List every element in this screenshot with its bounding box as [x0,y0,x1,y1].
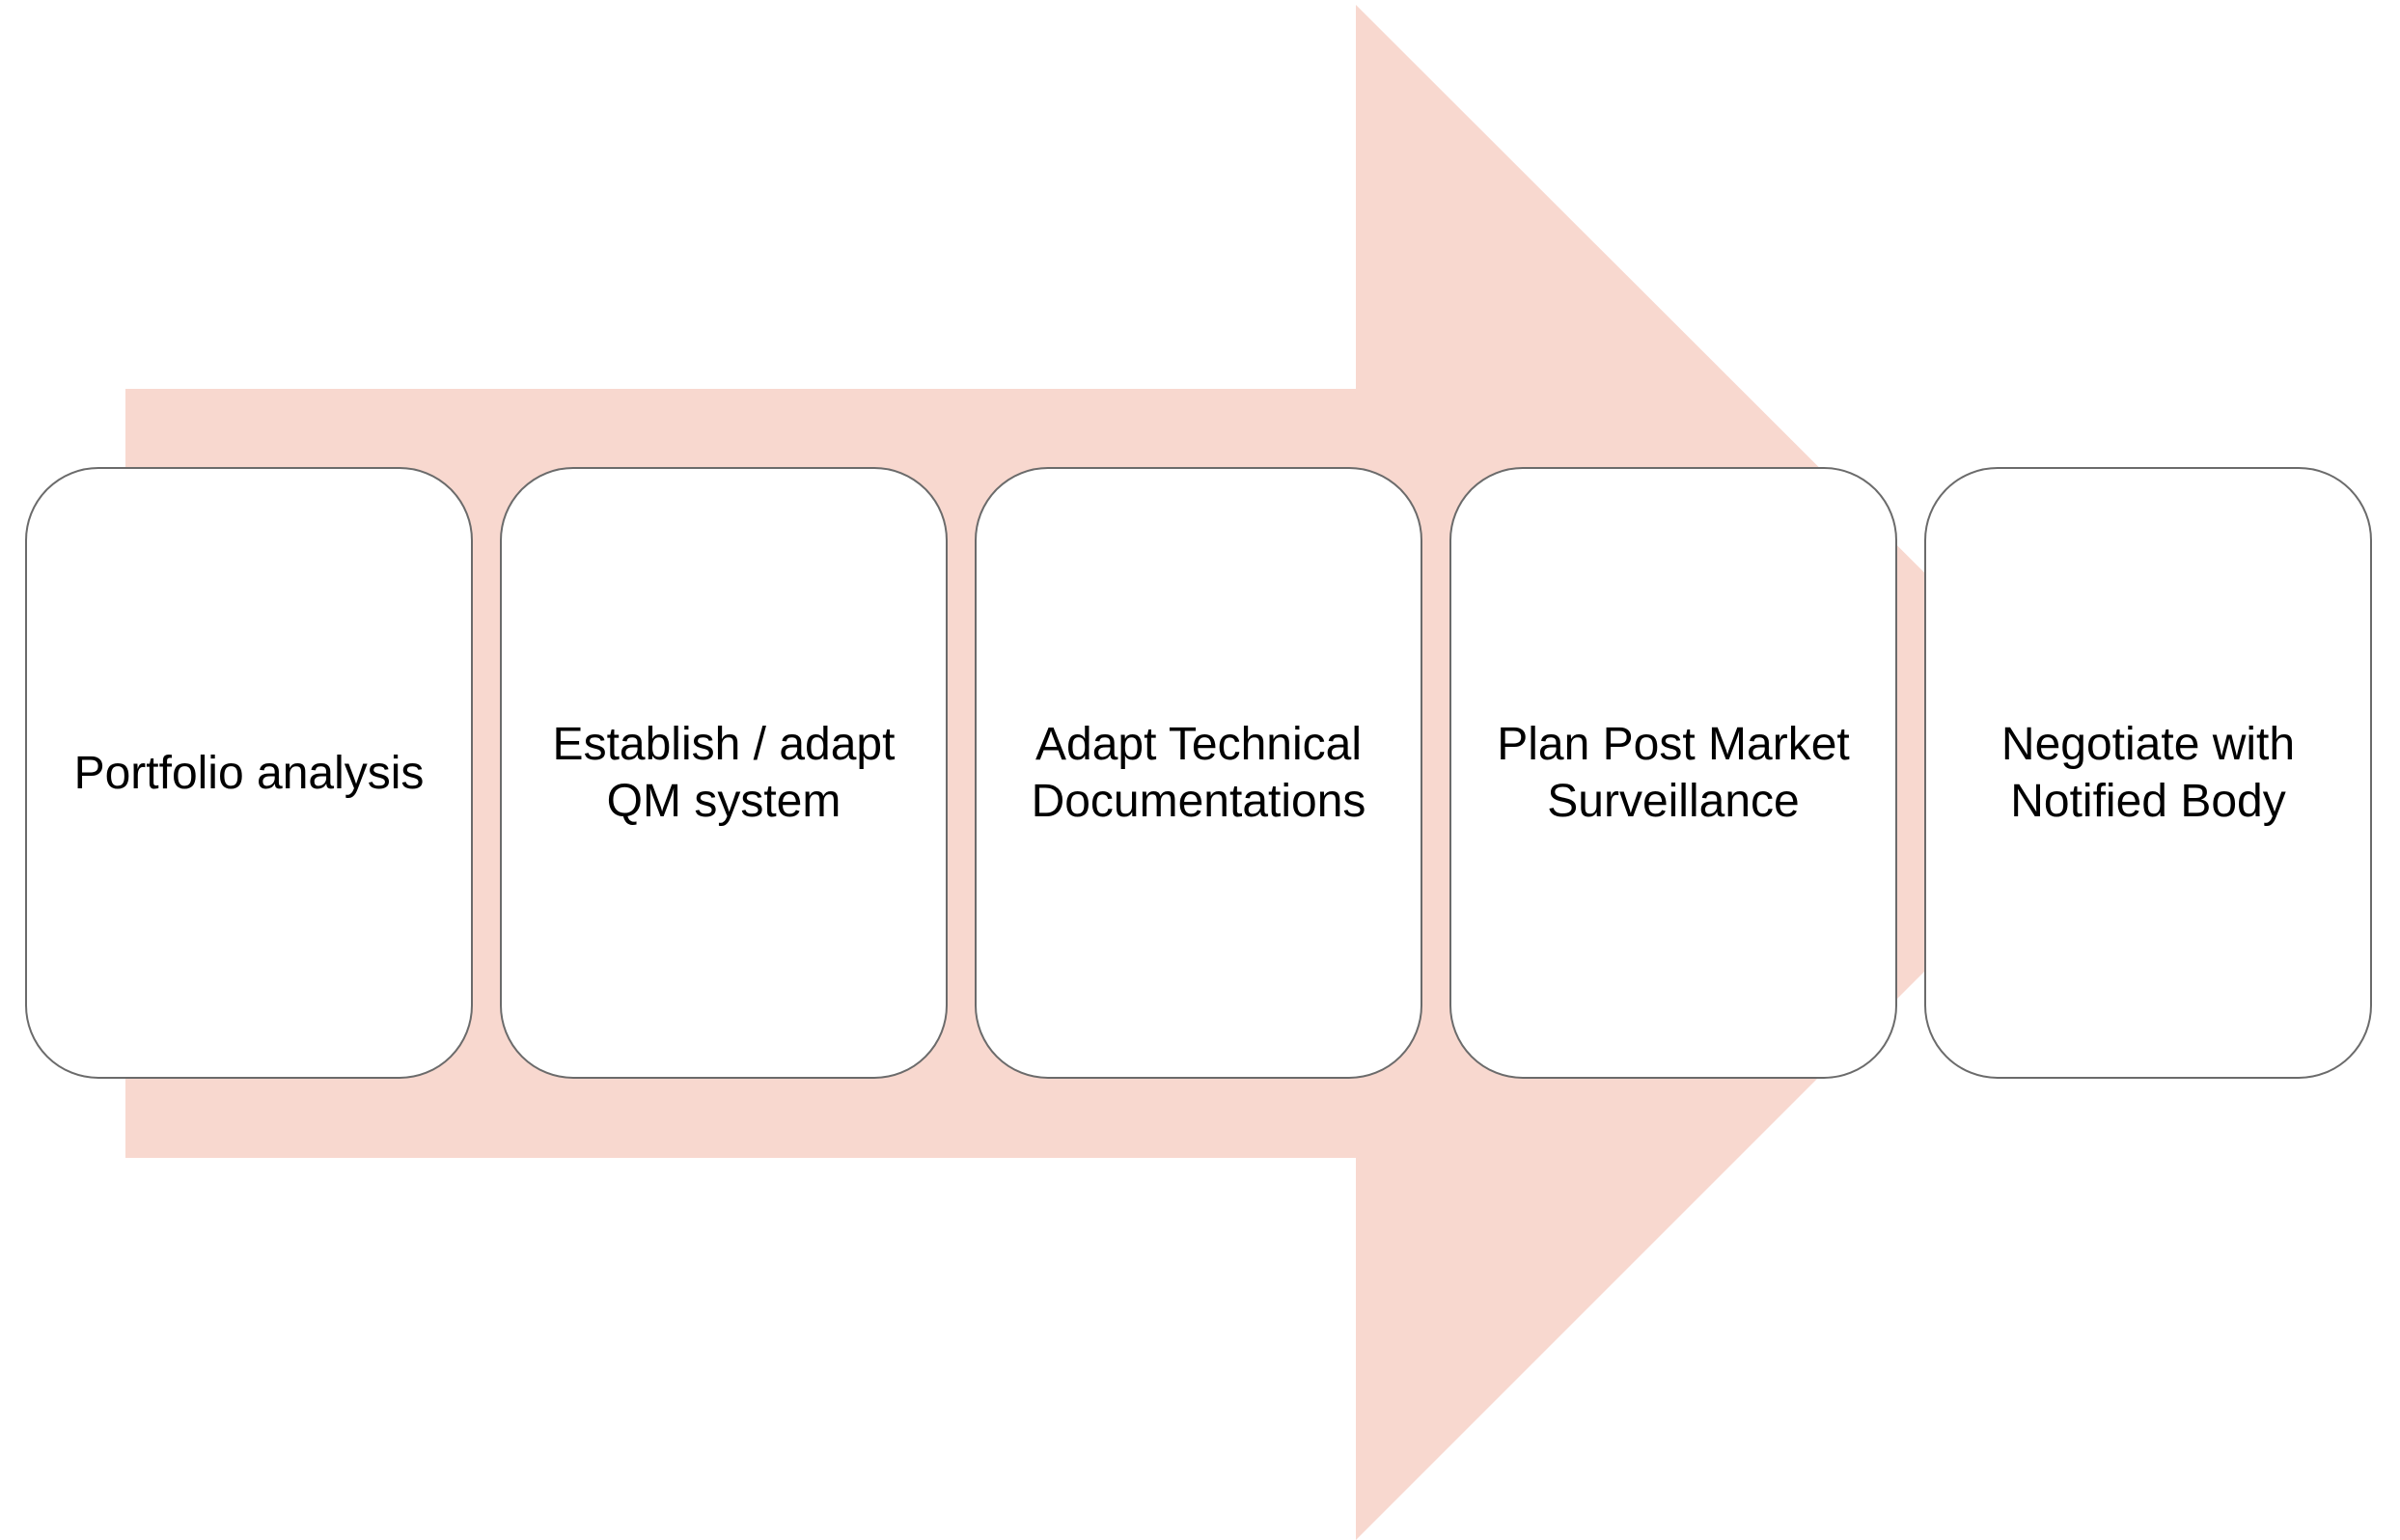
step-label: Establish / adapt QM system [552,719,896,827]
step-label: Negotiate with Notified Body [2000,719,2296,827]
step-label: Portfolio analysis [73,747,425,799]
step-adapt-technical-documentations: Adapt Technical Documentations [975,467,1422,1079]
step-portfolio-analysis: Portfolio analysis [25,467,473,1079]
step-plan-post-market-surveillance: Plan Post Market Surveillance [1449,467,1897,1079]
step-establish-qm-system: Establish / adapt QM system [500,467,948,1079]
step-label: Adapt Technical Documentations [1031,719,1366,827]
step-negotiate-notified-body: Negotiate with Notified Body [1924,467,2372,1079]
step-label: Plan Post Market Surveillance [1497,719,1850,827]
